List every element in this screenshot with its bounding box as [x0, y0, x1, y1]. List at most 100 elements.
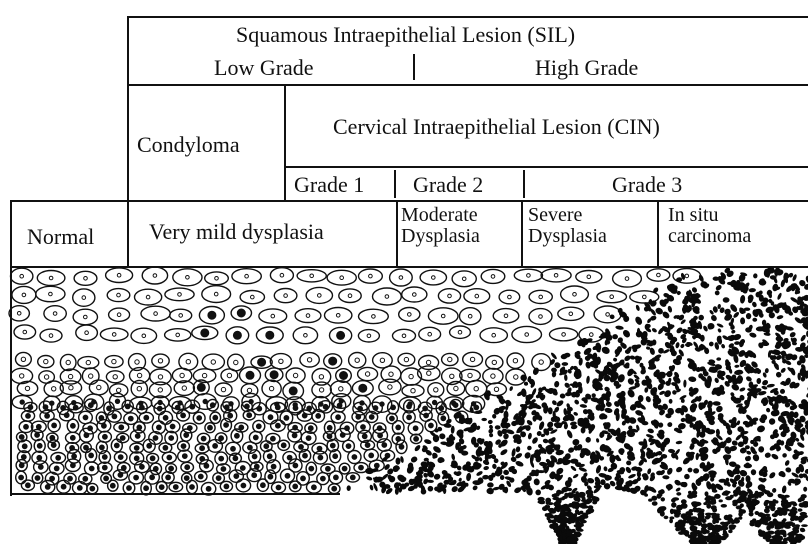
cell	[232, 269, 261, 284]
dysplastic-nucleus	[458, 477, 462, 482]
cell-nucleus	[475, 294, 479, 298]
cell-nucleus	[186, 360, 190, 364]
dysplastic-nucleus	[657, 347, 665, 355]
dysplastic-nucleus	[573, 399, 580, 406]
cell-nucleus	[426, 360, 430, 364]
cell-nucleus	[144, 486, 149, 491]
dysplastic-nucleus	[396, 458, 401, 465]
invasive-nucleus	[800, 535, 805, 540]
dysplastic-nucleus	[482, 475, 489, 480]
invasive-nucleus	[688, 491, 692, 494]
cell	[38, 356, 54, 368]
cell-nucleus	[221, 387, 225, 391]
cell-nucleus	[427, 371, 431, 375]
cell-nucleus	[527, 274, 531, 278]
dysplastic-nucleus	[433, 473, 441, 481]
dysplastic-nucleus	[432, 445, 442, 454]
cell	[420, 270, 446, 285]
cell-nucleus	[606, 313, 610, 317]
invasive-nucleus	[764, 508, 770, 513]
invasive-nucleus	[800, 512, 807, 516]
cell-nucleus	[657, 273, 661, 277]
cell-nucleus	[154, 312, 158, 316]
cell-nucleus	[45, 485, 50, 490]
invasive-nucleus	[730, 495, 734, 498]
cell-nucleus	[382, 443, 387, 448]
invasive-nucleus	[764, 491, 770, 494]
cell-nucleus	[337, 331, 345, 339]
dysplastic-nucleus	[532, 367, 540, 376]
dysplastic-nucleus	[739, 387, 746, 393]
cell	[450, 326, 471, 338]
invasive-nucleus	[792, 539, 798, 544]
cell-nucleus	[26, 414, 31, 419]
dysplastic-nucleus	[717, 328, 722, 333]
invasive-nucleus	[658, 493, 662, 497]
dysplastic-nucleus	[531, 436, 539, 445]
cell-nucleus	[208, 425, 213, 430]
invasive-nucleus	[687, 513, 691, 517]
cell-nucleus	[158, 388, 162, 392]
dysplastic-nucleus	[572, 473, 579, 479]
dysplastic-nucleus	[579, 404, 587, 409]
cell-nucleus	[340, 276, 344, 280]
cell-nucleus	[182, 386, 186, 390]
invasive-nucleus	[800, 528, 805, 531]
invasive-nucleus	[568, 495, 574, 499]
invasive-nucleus	[789, 501, 796, 504]
dysplastic-nucleus	[424, 438, 433, 444]
cell-nucleus	[201, 329, 209, 337]
cell-nucleus	[275, 405, 280, 410]
dysplastic-nucleus	[596, 438, 600, 443]
cell-nucleus	[245, 404, 250, 409]
cell-nucleus	[184, 433, 189, 438]
cell	[179, 353, 198, 370]
cell-nucleus	[332, 486, 337, 491]
cell-nucleus	[374, 463, 379, 468]
dysplastic-nucleus	[647, 428, 655, 434]
cell-nucleus	[115, 399, 119, 403]
cell-nucleus	[158, 359, 162, 363]
invasive-nucleus	[738, 516, 742, 520]
cell	[452, 271, 476, 287]
invasive-nucleus	[560, 491, 564, 494]
invasive-nucleus	[538, 500, 545, 503]
cell-nucleus	[306, 436, 311, 441]
dysplastic-nucleus	[784, 459, 790, 466]
cell	[82, 368, 99, 384]
dysplastic-nucleus	[443, 423, 452, 428]
cell-nucleus	[184, 476, 189, 481]
cell-nucleus	[304, 334, 308, 338]
cell-nucleus	[140, 405, 145, 410]
dysplastic-nucleus	[714, 290, 721, 297]
dysplastic-nucleus	[688, 376, 697, 383]
cell-nucleus	[234, 474, 239, 479]
dysplastic-nucleus	[605, 401, 613, 408]
cell-nucleus	[182, 454, 187, 459]
dysplastic-nucleus	[499, 448, 508, 456]
cell-nucleus	[169, 436, 174, 441]
cell	[647, 269, 670, 281]
cell	[463, 352, 483, 366]
cell-nucleus	[587, 275, 591, 279]
dysplastic-nucleus	[669, 399, 673, 404]
dysplastic-nucleus	[720, 343, 725, 349]
dysplastic-nucleus	[487, 482, 494, 487]
cell-nucleus	[112, 333, 116, 337]
cell-nucleus	[453, 403, 458, 408]
dysplastic-nucleus	[573, 411, 579, 416]
cell-nucleus	[35, 476, 40, 481]
dysplastic-nucleus	[768, 417, 777, 426]
invasive-nucleus	[679, 527, 686, 532]
cell-nucleus	[319, 388, 323, 392]
cell	[14, 325, 36, 339]
dysplastic-nucleus	[372, 482, 378, 491]
dysplastic-nucleus	[703, 368, 707, 376]
cell-nucleus	[389, 372, 393, 376]
cell-nucleus	[84, 433, 89, 438]
dysplastic-nucleus	[586, 376, 590, 385]
cell-nucleus	[118, 455, 123, 460]
cell	[613, 270, 642, 287]
cell-nucleus	[197, 383, 205, 391]
invasive-nucleus	[557, 530, 561, 536]
